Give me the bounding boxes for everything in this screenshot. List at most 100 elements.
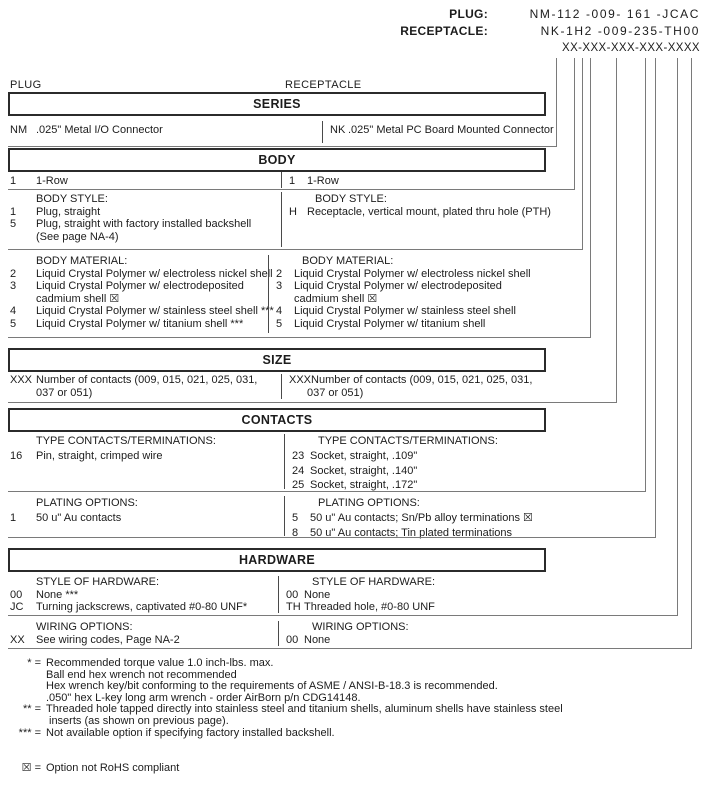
option-text: 1-Row [307, 175, 339, 187]
option-text: Number of contacts (009, 015, 021, 025, … [311, 374, 533, 386]
option-code: 2 [10, 267, 17, 280]
subsection-label: TYPE CONTACTS/TERMINATIONS: [318, 435, 498, 447]
subsection-label: WIRING OPTIONS: [36, 621, 133, 633]
option-code [8, 293, 36, 306]
leader-line-size [616, 58, 617, 403]
rule-hardware-bottom [8, 648, 546, 649]
option-code: 2 [276, 267, 283, 280]
option-code: NK [330, 124, 346, 136]
option-text: 037 or 051) [307, 386, 364, 399]
option-text: None *** [36, 588, 79, 601]
column-divider [268, 255, 269, 333]
footnote-marker: * = [27, 657, 41, 669]
option-text: cadmium shell ☒ [294, 292, 378, 305]
subsection-label: WIRING OPTIONS: [312, 621, 409, 633]
option-text: Socket, straight, .109" [310, 449, 418, 462]
body-row-receptacle: 1 1-Row [281, 175, 541, 188]
contacts-section-header: CONTACTS [8, 408, 546, 432]
option-text: See wiring codes, Page NA-2 [36, 633, 180, 646]
option-text: Liquid Crystal Polymer w/ stainless stee… [36, 305, 274, 317]
subsection-label: BODY MATERIAL: [36, 255, 128, 267]
option-text: Liquid Crystal Polymer w/ electrodeposit… [294, 280, 502, 292]
series-right: NK .025" Metal PC Board Mounted Connecto… [322, 124, 562, 137]
footnote-marker: ** = [22, 703, 41, 716]
option-text: Socket, straight, .172" [310, 479, 418, 492]
footnote-line: Threaded hole tapped directly into stain… [46, 703, 563, 716]
bracket-wiring [546, 648, 692, 649]
option-text: Liquid Crystal Polymer w/ titanium shell… [36, 317, 244, 330]
option-row: cadmium shell ☒ [8, 293, 268, 306]
rule-contacts-type-bottom [8, 491, 546, 492]
receptacle-part-number-label: RECEPTACLE: [400, 24, 488, 38]
option-code [8, 387, 36, 400]
option-text: Liquid Crystal Polymer w/ electroless ni… [294, 267, 531, 280]
option-code: XXX [10, 374, 33, 386]
option-code: 5 [10, 317, 17, 330]
leader-line-wiring [691, 58, 692, 649]
option-text: Pin, straight, crimped wire [36, 449, 163, 462]
column-divider [278, 576, 279, 613]
plug-part-number-value: NM-112 -009- 161 -JCAC [529, 7, 700, 21]
option-code: 4 [276, 305, 283, 317]
footnote-line: Option not RoHS compliant [46, 762, 180, 774]
option-row: (See page NA-4) [8, 231, 276, 244]
footnote-line: Recommended torque value 1.0 inch-lbs. m… [46, 657, 274, 669]
option-text: 037 or 051) [36, 386, 93, 399]
option-text: Turning jackscrews, captivated #0-80 UNF… [36, 601, 248, 613]
footnote-triple-star: *** = Not available option if specifying… [8, 727, 698, 740]
option-code: 1 [10, 175, 17, 187]
option-row: 5 50 u" Au contacts; Sn/Pb alloy terminat… [284, 511, 564, 526]
rule-hardware-style-bottom [8, 615, 546, 616]
body-row-right: 1 1-Row [281, 175, 541, 188]
option-text: 50 u" Au contacts; Sn/Pb alloy terminati… [310, 511, 533, 524]
plug-column-label: PLUG [10, 79, 42, 91]
series-section-header: SERIES [8, 92, 546, 116]
rule-body-row-bottom [8, 189, 546, 190]
leader-line-contacts-type [645, 58, 646, 492]
part-number-mask: XX-XXX-XXX-XXX-XXXX [562, 42, 700, 54]
footnote-line: Hex wrench key/bit conforming to the req… [46, 680, 498, 693]
subsection-label: PLATING OPTIONS: [318, 497, 420, 509]
receptacle-column-label: RECEPTACLE [285, 79, 362, 91]
rohs-checkbox-icon: ☒ = [21, 762, 41, 774]
option-text: Receptacle, vertical mount, plated thru … [307, 205, 551, 218]
option-row: 5 Liquid Crystal Polymer w/ titanium shel… [8, 318, 268, 331]
rule-series-bottom [8, 146, 546, 147]
option-text: (See page NA-4) [36, 230, 119, 243]
bracket-hardware-style [546, 615, 678, 616]
option-code: 5 [292, 511, 299, 524]
hardware-section-header: HARDWARE [8, 548, 546, 572]
leader-line-body-material [590, 58, 591, 338]
option-code: 25 [292, 479, 305, 492]
option-row: 2 Liquid Crystal Polymer w/ electroless n… [268, 268, 588, 281]
rule-plating-bottom [8, 537, 546, 538]
footnote-rohs: ☒ = Option not RoHS compliant [8, 762, 180, 775]
option-text: Liquid Crystal Polymer w/ electroless ni… [36, 267, 273, 280]
column-divider [281, 374, 282, 399]
option-row: 25 Socket, straight, .172" [284, 478, 554, 493]
bracket-body-style [546, 249, 583, 250]
option-code: 00 [10, 588, 23, 601]
option-text: None [304, 588, 331, 601]
receptacle-part-number-value: NK-1H2 -009-235-TH00 [540, 24, 700, 38]
option-code: 5 [276, 317, 283, 330]
option-text: 50 u" Au contacts [36, 511, 122, 524]
subsection-label: STYLE OF HARDWARE: [312, 576, 436, 588]
